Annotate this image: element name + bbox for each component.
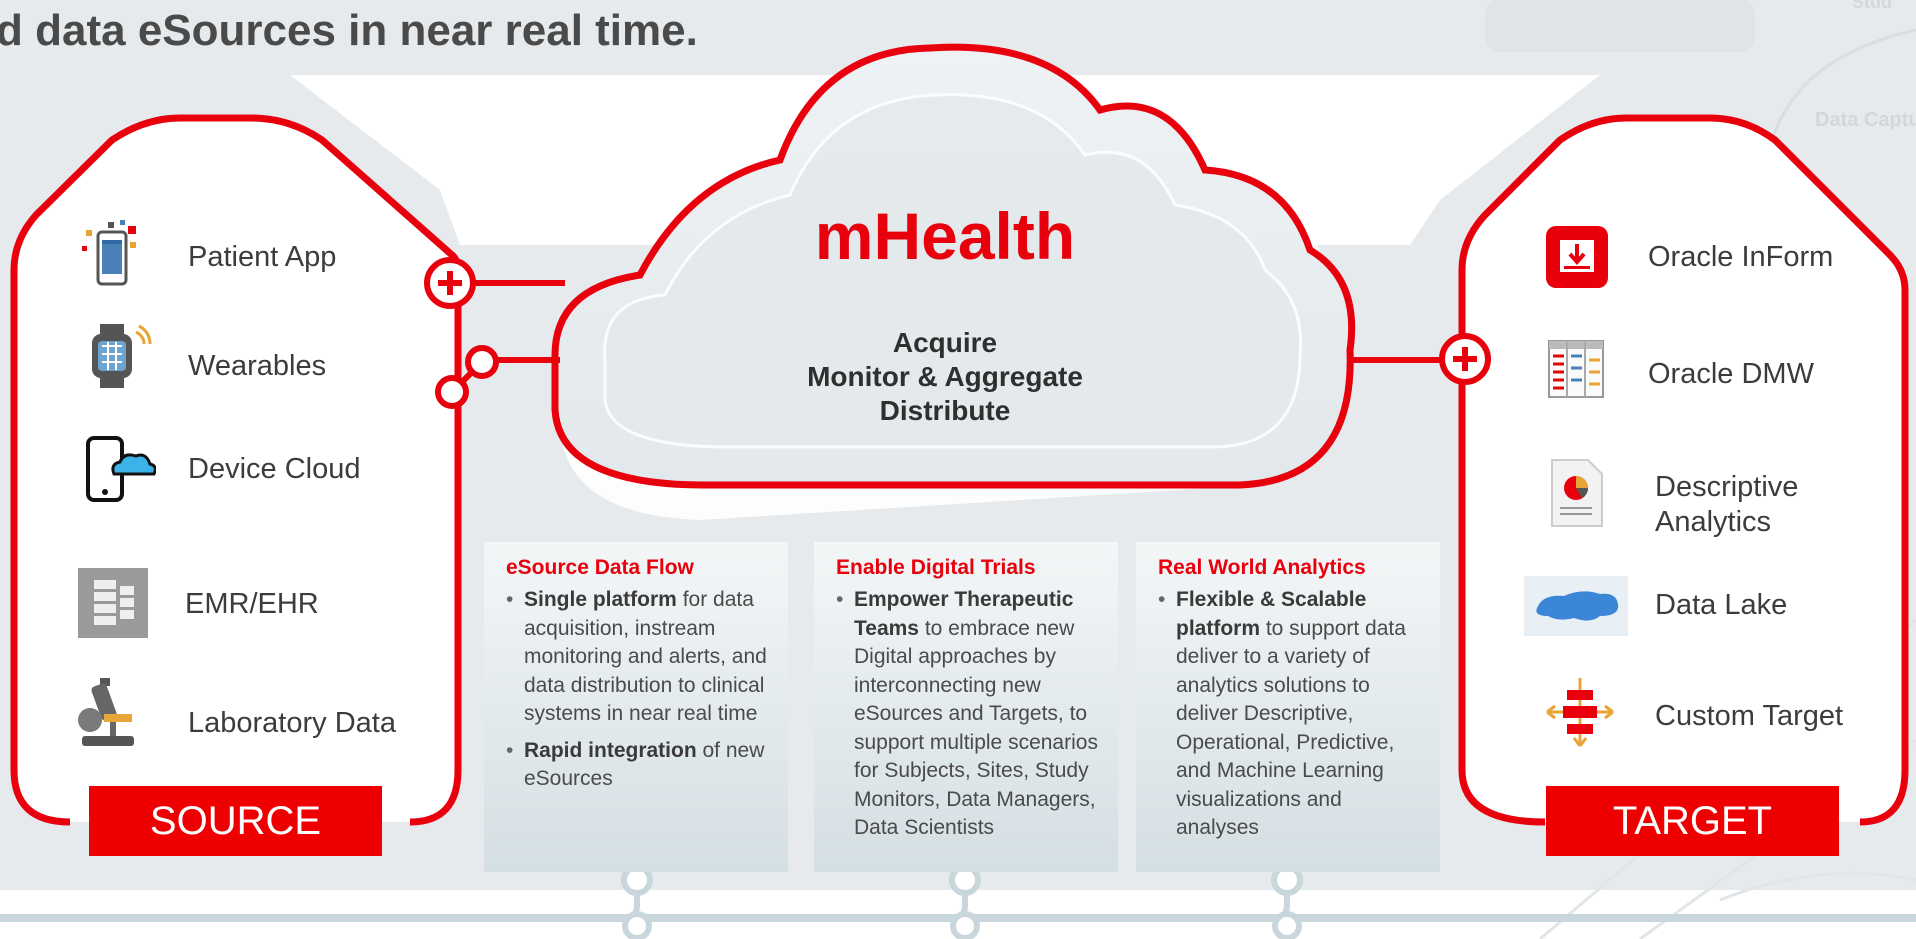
bullet-bold: Rapid integration: [524, 738, 697, 762]
bullet-bold: Single platform: [524, 588, 677, 611]
panel-title: Real World Analytics: [1158, 556, 1366, 579]
target-item-oracle-dmw: Oracle DMW: [1648, 357, 1814, 392]
microscope-icon: [74, 676, 138, 755]
pie-report-icon: [1550, 458, 1604, 533]
target-item-descriptive-analytics: Descriptive Analytics: [1655, 470, 1855, 540]
patient-app-icon: [80, 220, 146, 295]
panel-esource-data-flow: eSource Data Flow Single platform for da…: [484, 542, 788, 872]
faded-label-study: Stud: [1852, 0, 1892, 12]
bullet-text: to support data deliver to a variety of …: [1176, 616, 1406, 840]
headline-line: data eSources in near real time.: [35, 6, 698, 55]
bullet-text: of new eSources: [524, 738, 765, 791]
source-item-label: EMR/EHR: [185, 588, 319, 620]
panel-enable-digital-trials: Enable Digital Trials Empower Therapeuti…: [814, 542, 1118, 872]
cloud-line-distribute: Distribute: [879, 395, 1011, 426]
source-item-label: Device Cloud: [188, 453, 361, 485]
source-label-text: SOURCE: [149, 798, 322, 843]
target-item-label: Descriptive Analytics: [1655, 471, 1799, 538]
source-item-device-cloud: Device Cloud: [188, 452, 360, 487]
source-item-label: Patient App: [188, 241, 337, 273]
cloud-line-monitor: Monitor & Aggregate: [807, 361, 1083, 392]
panel-bullets: Empower Therapeutic Teams to embrace new…: [836, 586, 1100, 843]
source-item-laboratory-data: Laboratory Data: [188, 706, 396, 741]
faded-label-data-capture: Data Captu: [1815, 109, 1916, 131]
emr-server-icon: [78, 568, 148, 643]
source-item-wearables: Wearables: [188, 349, 326, 384]
panel-bullets: Flexible & Scalable platform to support …: [1158, 586, 1422, 843]
bullet-bold: Empower Therapeutic Teams: [854, 588, 1074, 640]
panel-title: eSource Data Flow: [506, 556, 694, 579]
panel-bullets: Single platform for data acquisition, in…: [506, 586, 770, 794]
link-connector-icon: [435, 345, 499, 409]
device-cloud-icon: [84, 434, 157, 511]
source-item-patient-app: Patient App: [188, 240, 336, 275]
target-item-label: Custom Target: [1655, 700, 1844, 732]
panel-bullet: Rapid integration of new eSources: [506, 737, 770, 794]
cloud-line-acquire: Acquire: [892, 327, 998, 358]
target-item-label: Oracle InForm: [1648, 241, 1834, 273]
cloud-title: mHealth: [814, 199, 1076, 273]
bullet-bold: Flexible & Scalable platform: [1176, 588, 1367, 640]
lake-icon: [1524, 576, 1628, 641]
source-item-emr-ehr: EMR/EHR: [185, 587, 319, 622]
panel-bullet: Flexible & Scalable platform to support …: [1158, 586, 1422, 843]
bullet-text: to embrace new Digital approaches by int…: [854, 616, 1098, 840]
table-grid-icon: [1548, 340, 1604, 403]
target-item-custom-target: Custom Target: [1655, 699, 1843, 734]
panel-bullet: Single platform for data acquisition, in…: [506, 586, 770, 729]
panel-bullet: Empower Therapeutic Teams to embrace new…: [836, 586, 1100, 843]
headline-prefix: d: [0, 6, 23, 55]
source-item-label: Laboratory Data: [188, 707, 396, 739]
target-item-label: Oracle DMW: [1648, 358, 1814, 390]
source-label-bar: SOURCE: [89, 786, 382, 856]
plus-connector-right: [1439, 333, 1491, 385]
panel-real-world-analytics: Real World Analytics Flexible & Scalable…: [1136, 542, 1440, 872]
headline-text: d data eSources in near real time.: [0, 6, 698, 56]
target-item-label: Data Lake: [1655, 589, 1788, 621]
target-label-bar: TARGET: [1546, 786, 1839, 856]
target-item-oracle-inform: Oracle InForm: [1648, 240, 1833, 275]
target-item-data-lake: Data Lake: [1655, 588, 1787, 623]
download-box-icon: [1546, 226, 1608, 293]
panel-title: Enable Digital Trials: [836, 556, 1036, 579]
smartwatch-icon: [86, 322, 156, 397]
custom-target-icon: [1545, 676, 1615, 753]
plus-connector-left: [424, 257, 476, 309]
target-label-text: TARGET: [1612, 798, 1773, 843]
cloud-subtitle: Acquire Monitor & Aggregate Distribute: [740, 326, 1150, 428]
source-item-label: Wearables: [188, 350, 327, 382]
bullet-text: for data acquisition, instream monitorin…: [524, 588, 767, 725]
